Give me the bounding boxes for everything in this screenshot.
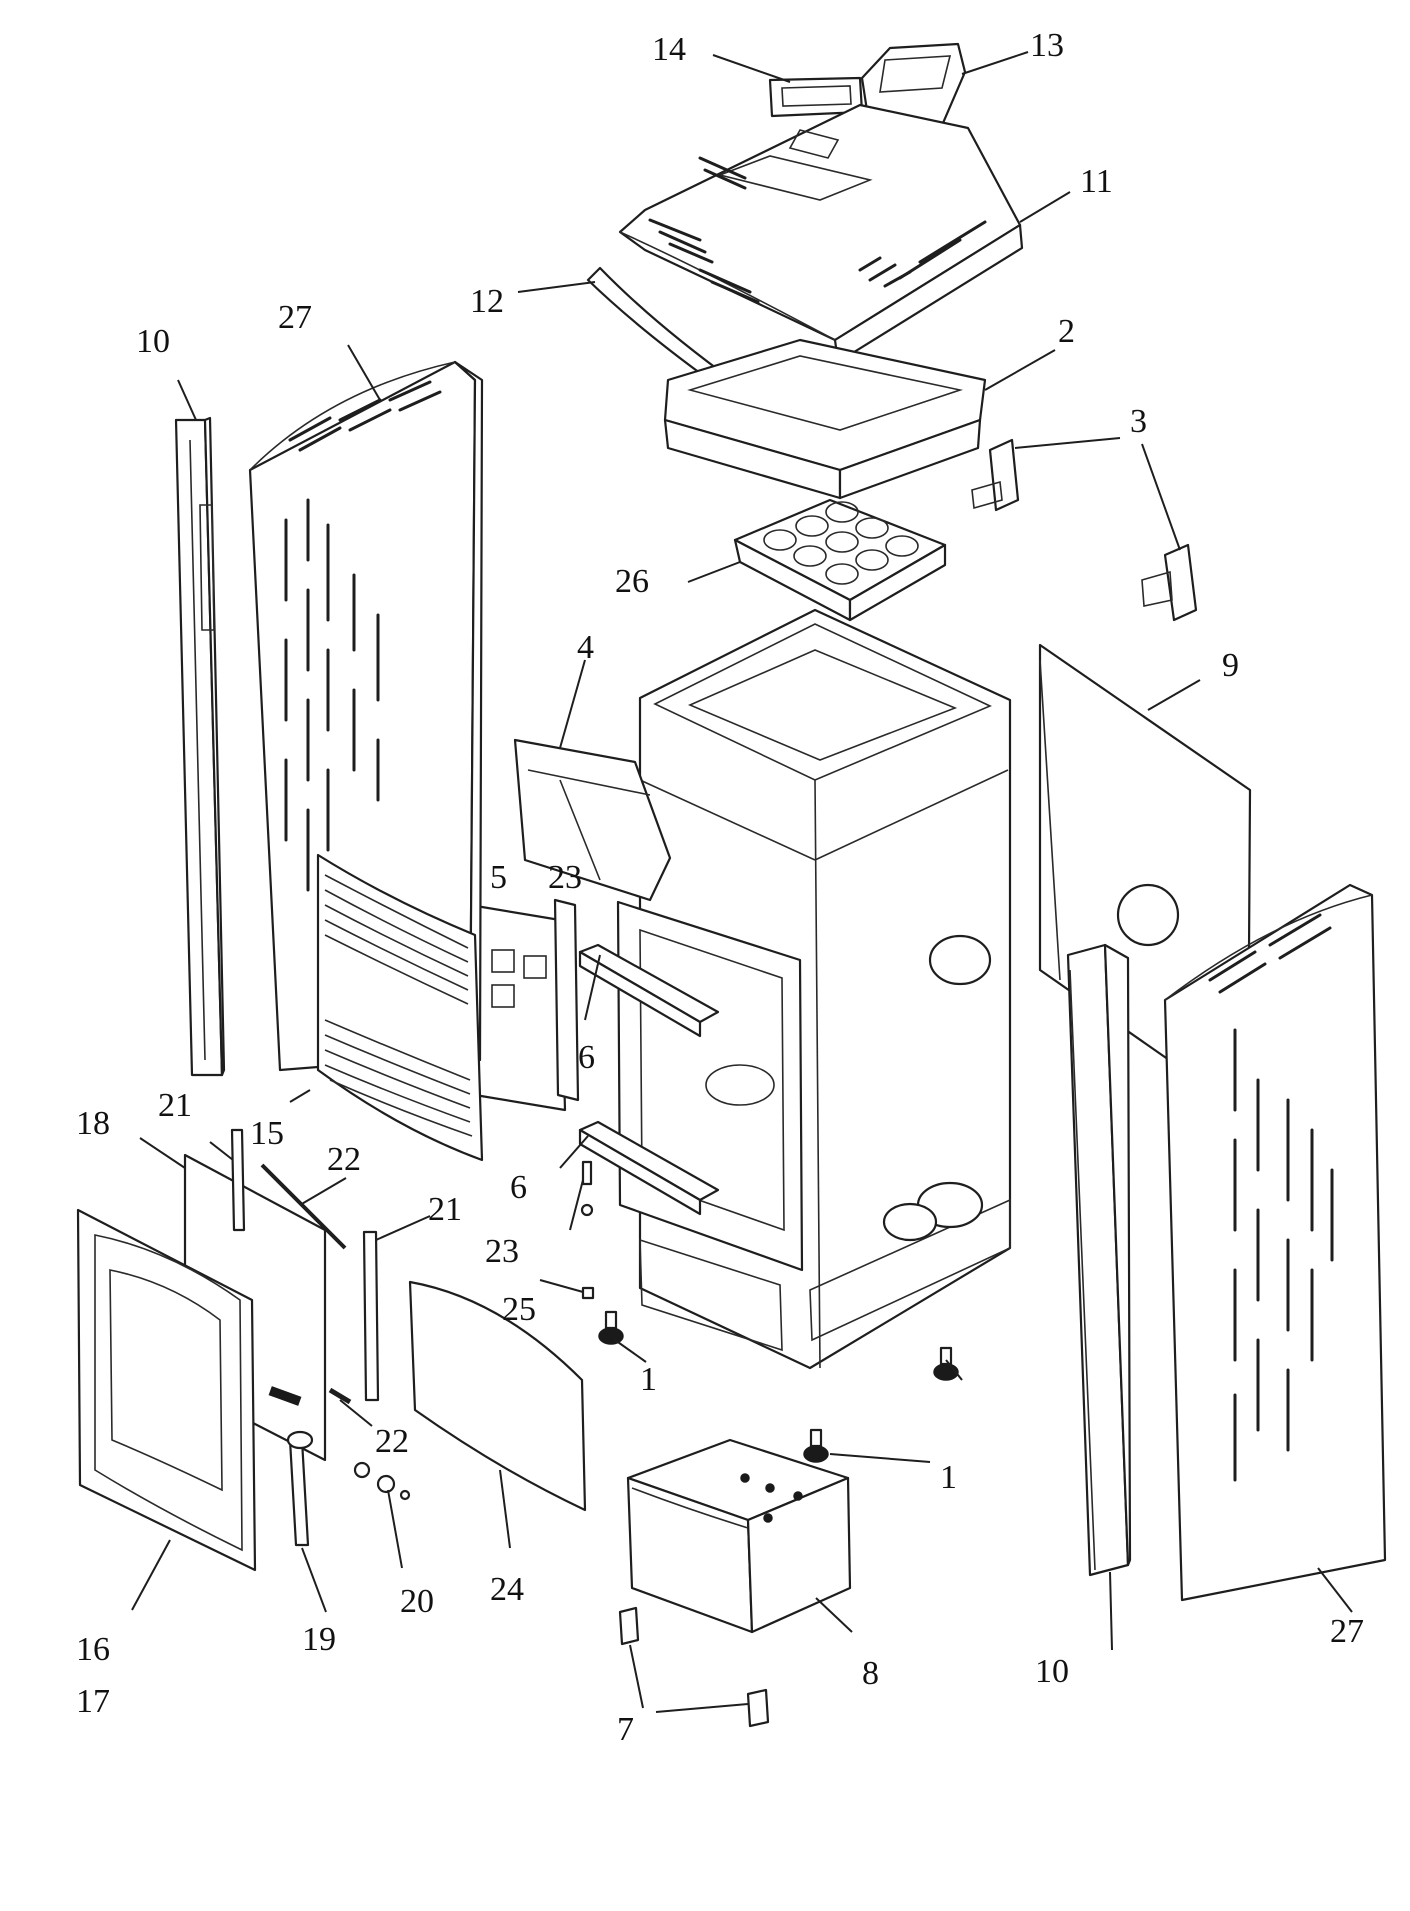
part-11-top-cover <box>618 103 1024 364</box>
callout-2: 2 <box>1058 313 1075 350</box>
callout-1-right: 1 <box>940 1459 957 1496</box>
fan-and-ducts <box>705 934 992 1242</box>
callout-26: 26 <box>615 563 649 600</box>
part-1-foot-right <box>933 1346 959 1381</box>
part-6-upper-crossbar <box>578 943 720 1038</box>
part-10-right-column <box>1066 943 1132 1577</box>
part-19-handle <box>286 1430 314 1547</box>
left-panel-top-vents <box>288 380 442 452</box>
part-1-foot-center <box>803 1428 829 1463</box>
part-24-lower-panel <box>408 1280 587 1512</box>
part-5-plate <box>468 903 567 1112</box>
callout-17: 17 <box>76 1683 110 1720</box>
part-22-rod-lower <box>328 1387 352 1405</box>
callout-23-top: 23 <box>548 859 582 896</box>
part-8-ash-drawer <box>626 1438 852 1634</box>
part-27-left-side-panel <box>248 360 484 1072</box>
callout-6-lower: 6 <box>510 1169 527 1206</box>
top-cover-vent-slots <box>648 156 987 304</box>
callout-20: 20 <box>400 1583 434 1620</box>
callout-27-bottom: 27 <box>1330 1613 1364 1650</box>
part-23-post <box>553 898 580 1102</box>
callout-21-left: 21 <box>158 1087 192 1124</box>
callout-15: 15 <box>250 1115 284 1152</box>
part-21-left-rail <box>230 1128 246 1232</box>
callout-24: 24 <box>490 1571 524 1608</box>
callout-22-upper: 22 <box>327 1141 361 1178</box>
callout-18: 18 <box>76 1105 110 1142</box>
callout-22-lower: 22 <box>375 1423 409 1460</box>
callout-1-front: 1 <box>640 1361 657 1398</box>
callout-10-top: 10 <box>136 323 170 360</box>
callout-9: 9 <box>1222 647 1239 684</box>
leader-lines <box>131 51 1353 1713</box>
callout-14: 14 <box>652 31 686 68</box>
part-15-front-grille <box>316 853 484 1162</box>
part-6-lower-crossbar <box>578 1120 720 1216</box>
part-21-right-rail <box>362 1230 380 1402</box>
callout-4: 4 <box>577 629 594 666</box>
callout-27-top: 27 <box>278 299 312 336</box>
callout-25: 25 <box>502 1291 536 1328</box>
part-27-right-side-panel <box>1163 883 1387 1602</box>
part-1-foot-front <box>598 1310 624 1345</box>
callout-23-bottom: 23 <box>485 1233 519 1270</box>
callout-5: 5 <box>490 859 507 896</box>
callout-3: 3 <box>1130 403 1147 440</box>
callout-8: 8 <box>862 1655 879 1692</box>
callout-11: 11 <box>1080 163 1113 200</box>
part-16-17-door <box>76 1208 302 1572</box>
part-23-25-screws <box>580 1160 595 1300</box>
part-20-latch <box>353 1461 411 1501</box>
callout-19: 19 <box>302 1621 336 1658</box>
part-26-burn-pot-grid <box>733 498 947 622</box>
left-panel-slots <box>284 498 380 892</box>
right-panel-top-vents <box>1208 913 1332 994</box>
part-3-brackets <box>971 438 1198 622</box>
callout-16: 16 <box>76 1631 110 1668</box>
callout-12: 12 <box>470 283 504 320</box>
callout-labels: 14 13 11 12 2 3 26 4 9 10 27 5 23 6 6 23… <box>76 27 1364 1748</box>
part-2-tray <box>663 338 987 500</box>
part-4-plate <box>513 738 672 902</box>
right-panel-slots <box>1233 1028 1334 1482</box>
callout-10-bottom: 10 <box>1035 1653 1069 1690</box>
callout-21-right: 21 <box>428 1191 462 1228</box>
callout-13: 13 <box>1030 27 1064 64</box>
part-7-brackets <box>618 1606 770 1728</box>
grille-louvers <box>324 874 473 1137</box>
callout-7: 7 <box>617 1711 634 1748</box>
part-22-rod-upper <box>260 1163 347 1250</box>
part-10-left-column <box>174 416 226 1077</box>
callout-6-upper: 6 <box>578 1039 595 1076</box>
